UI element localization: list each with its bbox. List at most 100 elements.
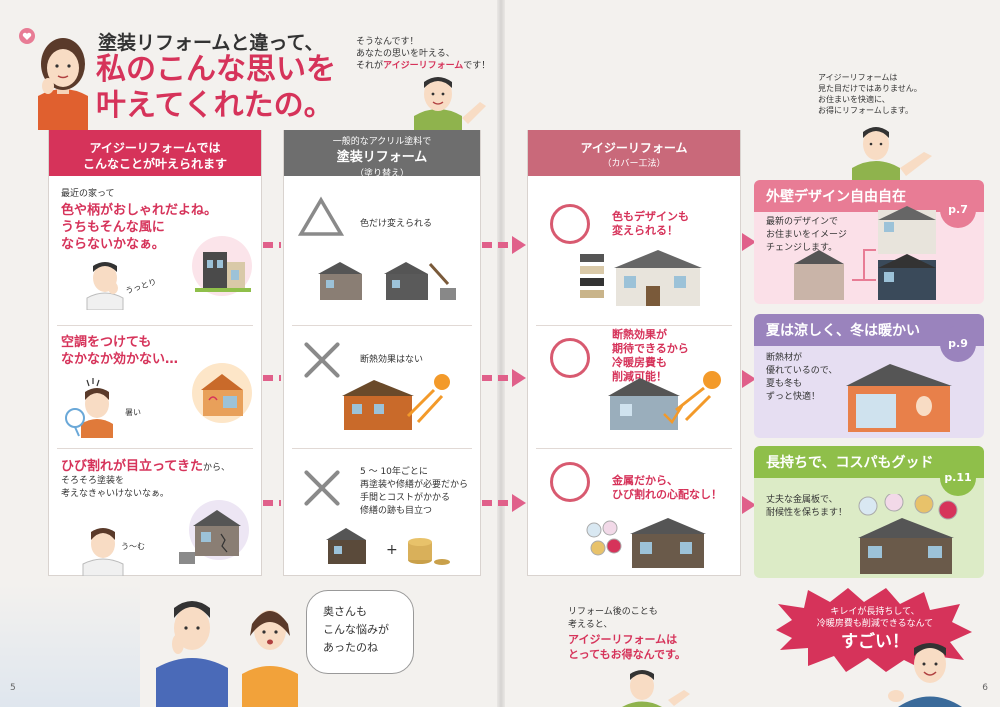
bottom-staff-line4: とってもお得なんです。	[568, 648, 686, 661]
paint-row3-line2: 再塗装や修繕が必要だから	[360, 480, 469, 490]
circle-icon-1	[550, 204, 590, 244]
page-number-left: 5	[10, 683, 16, 693]
modern-house-icon	[192, 236, 252, 296]
cross-icon-2	[302, 468, 342, 508]
page-gutter	[497, 0, 505, 707]
feature-design-page-badge: p.7	[940, 192, 976, 228]
wish-column-header: アイジーリフォームでは こんなことが叶えられます	[49, 130, 261, 176]
couple-icon	[156, 601, 298, 707]
staff-speech-top-line1: そうなんです！	[356, 37, 419, 47]
feature-insulation: 夏は涼しく、冬は暖かい 断熱材が 優れているので、 夏も冬も ずっと快適！	[754, 314, 984, 438]
wish-divider-2	[57, 448, 253, 449]
bottom-staff-line1: リフォーム後のことも	[568, 607, 658, 617]
wish-row3-line3: 考えなきゃいけないなぁ。	[61, 489, 169, 499]
ig-row2-line4: 削減可能！	[612, 370, 667, 383]
bottom-staff-icon	[622, 670, 690, 707]
svg-text:+: +	[386, 542, 398, 558]
paint-divider-2	[292, 448, 472, 449]
ig-design-house-icon	[580, 250, 702, 306]
burst-line1: キレイが長持ちして、	[830, 607, 920, 617]
wish-row3-bold: ひび割れが目立ってきた	[61, 459, 203, 474]
woman-character-icon	[38, 38, 88, 130]
arrow-1b-head	[512, 236, 526, 254]
staff-man-right-icon	[852, 127, 932, 182]
wife-speech-line3: あったのね	[323, 641, 378, 654]
feature-design-houses-icon	[794, 206, 936, 300]
staff-speech-right-line4: お得にリフォームします。	[818, 106, 913, 115]
paint-houses-icon	[318, 262, 456, 300]
feature-design-line2: お住まいをイメージ	[766, 230, 847, 240]
ig-row1-text: 色もデザインも 変えられる！	[612, 210, 689, 238]
staff-speech-top-highlight: アイジーリフォーム	[383, 61, 464, 71]
paint-row3-line4: 修繕の跡も目立つ	[360, 506, 433, 516]
arrow-2b	[482, 375, 512, 381]
cracked-house-icon	[179, 500, 249, 564]
paint-row3-text: 5 〜 10年ごとに 再塗装や修繕が必要だから 手間とコストがかかる 修繕の跡も…	[360, 466, 468, 518]
arrow-feature-1	[742, 233, 756, 251]
wife-speech-line2: こんな悩みが	[323, 623, 389, 636]
wife-speech-line1: 奥さんも	[323, 605, 367, 618]
ig-row2-line3: 冷暖房費も	[612, 356, 667, 369]
ig-row3-line2: ひび割れの心配なし！	[612, 488, 722, 501]
paint-head: 塗装リフォーム	[336, 150, 428, 165]
wish-row3-line2: そろそろ塗装を	[61, 476, 125, 486]
wish-row2-line2: なかなか効かない…	[61, 352, 179, 367]
wish-row1-line3: ならないかなぁ。	[61, 237, 165, 252]
staff-speech-right-line3: お住まいを快適に、	[818, 95, 890, 104]
hot-woman-icon	[65, 378, 113, 438]
feature-durability-text: 丈夫な金属板で、 耐候性を保ちます！	[766, 494, 847, 520]
worried-woman-icon	[82, 528, 124, 576]
circle-icon-3	[550, 462, 590, 502]
paint-row2-text: 断熱効果はない	[360, 355, 424, 365]
thinking-man-icon	[86, 262, 124, 310]
feature-insulation-page-badge: p.9	[940, 326, 976, 362]
ig-head: アイジーリフォーム	[580, 141, 688, 155]
staff-speech-right-line1: アイジーリフォームは	[818, 73, 898, 82]
feature-insulation-house-icon	[846, 364, 952, 432]
paint-column: 一般的なアクリル塗料で 塗装リフォーム （塗り替え） 色だけ変えられる 断熱効果…	[283, 130, 481, 576]
ig-insulation-house-icon	[608, 371, 721, 430]
ig-metal-house-icon	[586, 518, 706, 568]
header-title-line1: 私のこんな思いを	[96, 52, 336, 87]
wish-row1-text: 色や柄がおしゃれだよね。 うちもそんな風に ならないかなぁ。	[61, 202, 217, 253]
paint-head-small: 一般的なアクリル塗料で	[332, 137, 432, 147]
wish-row2-line1: 空調をつけても	[61, 335, 152, 350]
burst-text: キレイが長持ちして、 冷暖房費も削減できるなんて すごい！	[800, 606, 950, 654]
paint-cost-icon: +	[326, 528, 450, 565]
arrow-1a	[263, 242, 281, 248]
header-subtitle: 塗装リフォームと違って、	[98, 32, 324, 54]
burst-line2: 冷暖房費も削減できるなんて	[816, 619, 934, 629]
arrow-2a	[263, 375, 281, 381]
staff-man-icon	[414, 77, 486, 132]
wish-row3-tail: から、	[202, 463, 230, 473]
wish-row3-voice: う〜む	[121, 542, 145, 551]
paint-head-sub: （塗り替え）	[354, 169, 409, 179]
wish-row3-text: ひび割れが目立ってきたから、 そろそろ塗装を 考えなきゃいけないなぁ。	[61, 458, 230, 501]
feature-insulation-line1: 断熱材が	[766, 353, 803, 363]
paint-hot-house-icon	[342, 374, 450, 430]
feature-design-line3: チェンジします。	[766, 243, 838, 253]
feature-design-line1: 最新のデザインで	[766, 217, 839, 227]
ig-divider-1	[536, 325, 732, 326]
arrow-3a	[263, 500, 281, 506]
feature-insulation-line3: 夏も冬も	[766, 379, 803, 389]
wife-speech-bubble: 奥さんも こんな悩みが あったのね	[306, 590, 414, 674]
paint-row3-line1: 5 〜 10年ごとに	[360, 467, 428, 477]
ig-row2-text: 断熱効果が 期待できるから 冷暖房費も 削減可能！	[612, 328, 689, 384]
wish-row1-intro: 最近の家って	[61, 189, 115, 199]
arrow-3b	[482, 500, 512, 506]
wish-row2-voice: 暑い	[125, 408, 141, 417]
ig-column: アイジーリフォーム （カバー工法） 色もデザインも 変えられる！ 断熱効果が 期…	[527, 130, 741, 576]
feature-durability-house-icon	[858, 494, 958, 574]
arrow-feature-3	[742, 496, 756, 514]
staff-speech-top-prefix: それが	[356, 61, 384, 71]
hot-house-icon	[192, 363, 252, 423]
ig-head-sub: （カバー工法）	[602, 159, 666, 169]
arrow-3b-head	[512, 494, 526, 512]
arrow-1b	[482, 242, 512, 248]
header-title-line2: 叶えてくれたの。	[96, 88, 334, 123]
bottom-right-staff-icon	[888, 643, 962, 707]
paint-divider-1	[292, 325, 472, 326]
circle-icon-2	[550, 338, 590, 378]
